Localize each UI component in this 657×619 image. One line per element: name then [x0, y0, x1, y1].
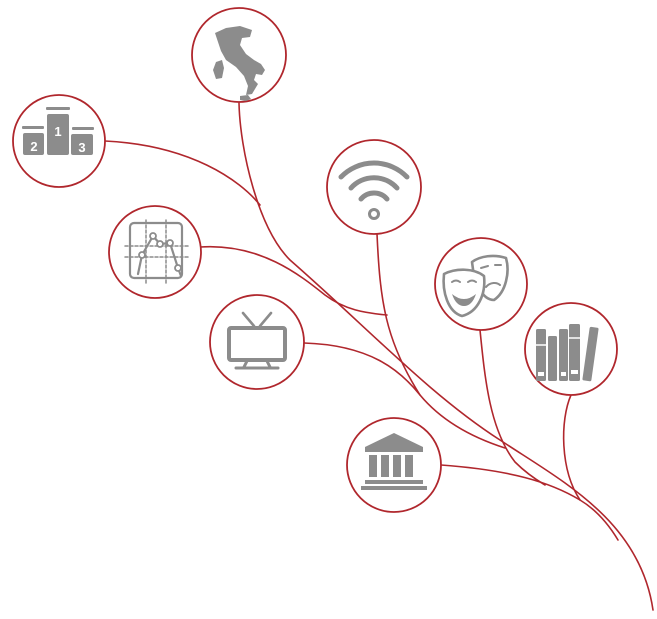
- branch-masks: [479, 329, 546, 486]
- branch-books: [562, 394, 581, 501]
- node-museum: [346, 417, 442, 513]
- node-books: [524, 302, 618, 396]
- branch-podium: [104, 140, 261, 206]
- node-masks: [434, 237, 528, 331]
- museum-building-icon: [361, 433, 427, 490]
- podium-place-2: 2: [30, 139, 37, 154]
- node-chart: [108, 205, 202, 299]
- wifi-icon: [338, 160, 410, 220]
- main-trunk: [238, 102, 654, 611]
- node-circle: [108, 205, 202, 299]
- node-wifi: [326, 139, 422, 235]
- branch-wifi: [376, 233, 421, 396]
- theater-masks-icon: [442, 254, 509, 318]
- branch-museum: [440, 464, 619, 541]
- node-circle: [209, 294, 305, 390]
- line-chart-icon: [124, 219, 191, 284]
- node-circle: [326, 139, 422, 235]
- node-italy: [191, 7, 287, 103]
- node-tv: [209, 294, 305, 390]
- podium-icon: 2 1 3: [22, 107, 94, 155]
- branch-tv: [303, 342, 506, 449]
- branch-chart: [199, 245, 388, 316]
- podium-place-1: 1: [54, 124, 61, 139]
- branches: [104, 102, 654, 611]
- books-icon: [536, 324, 599, 382]
- italy-map-icon: [213, 26, 265, 101]
- podium-place-3: 3: [78, 140, 85, 155]
- node-podium: 2 1 3: [12, 94, 106, 188]
- television-icon: [227, 311, 287, 370]
